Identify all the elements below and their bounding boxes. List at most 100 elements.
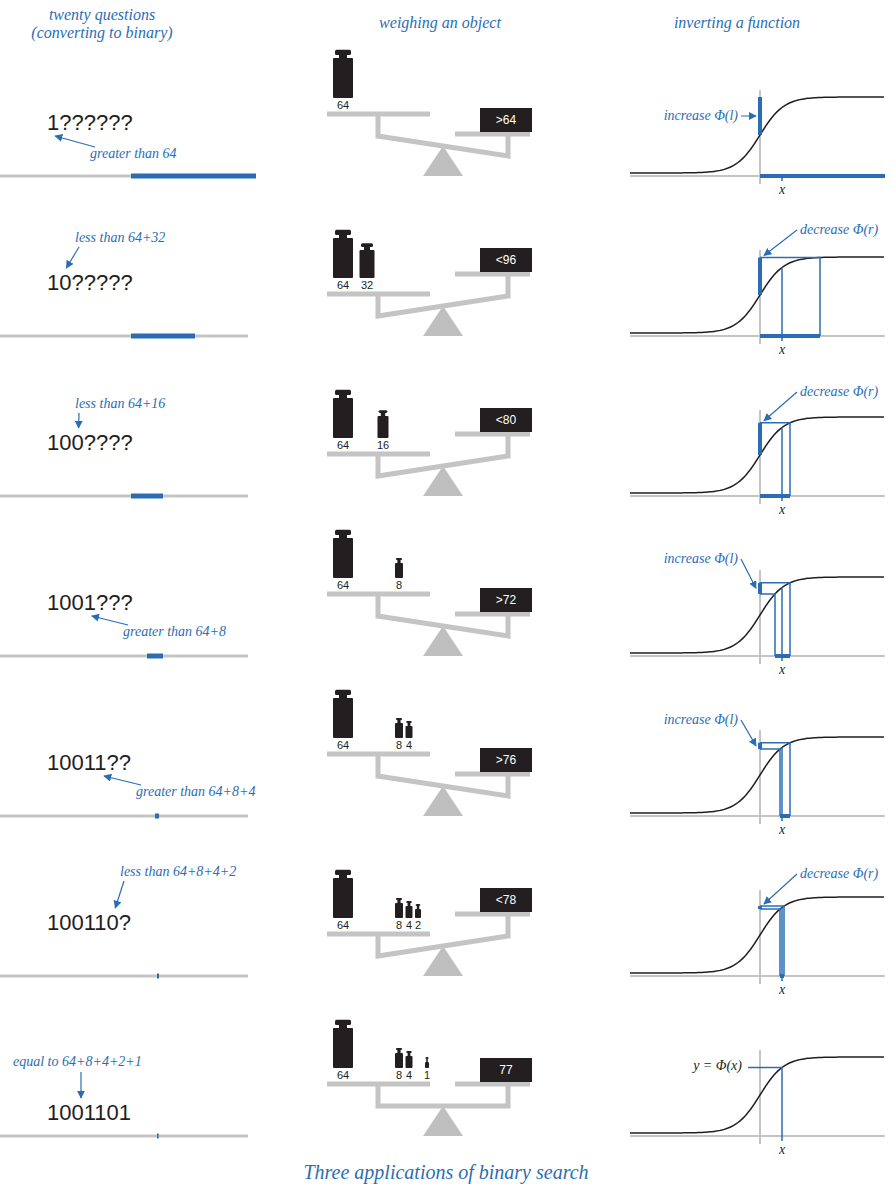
weight xyxy=(333,230,353,278)
leader-arrow xyxy=(55,136,95,147)
y-guide xyxy=(748,1067,782,1069)
weight-body xyxy=(360,250,375,278)
weight xyxy=(333,530,353,578)
binary-digits: 100110? xyxy=(47,910,131,936)
weight-body xyxy=(333,538,353,578)
weight-knob xyxy=(406,721,412,723)
weight-body xyxy=(333,398,353,438)
comparison-note: greater than 64+8+4 xyxy=(136,784,255,800)
y-interval xyxy=(758,906,762,909)
weighed-object: >64 xyxy=(480,108,532,132)
interval-guide xyxy=(760,258,820,336)
y-interval xyxy=(758,258,762,295)
binary-digits: 1?????? xyxy=(47,110,133,136)
interval-bar xyxy=(155,814,159,819)
weight-value: 32 xyxy=(361,279,373,291)
object-weight-label: >64 xyxy=(496,113,516,127)
weight xyxy=(395,898,403,918)
left-pan xyxy=(327,1082,430,1087)
axis-label: x xyxy=(779,1142,785,1158)
weight-neck xyxy=(339,875,347,878)
x-tick xyxy=(781,1136,783,1141)
y-interval xyxy=(758,743,762,749)
weight-value: 64 xyxy=(337,579,349,591)
weight-neck xyxy=(408,723,411,726)
cdf-curve xyxy=(630,257,884,333)
weight xyxy=(360,243,375,278)
cdf-curve xyxy=(630,417,884,493)
cdf-curve xyxy=(630,737,884,813)
interval-guide xyxy=(760,749,780,816)
binary-digits: 1001101 xyxy=(47,1100,131,1126)
leader-arrow xyxy=(764,230,797,256)
comparison-note: less than 64+16 xyxy=(75,396,165,412)
y-interval xyxy=(758,97,762,135)
weight xyxy=(333,50,353,98)
number-line xyxy=(0,655,248,658)
weight-body xyxy=(395,903,403,918)
weight-knob xyxy=(335,390,351,395)
weighed-object: >72 xyxy=(480,588,532,612)
right-pan xyxy=(455,612,530,617)
step-note: decrease Φ(r) xyxy=(800,384,878,400)
right-pan xyxy=(455,432,530,437)
weight xyxy=(333,390,353,438)
x-interval xyxy=(760,494,790,498)
cdf-curve xyxy=(630,577,884,653)
step-note: increase Φ(l) xyxy=(664,551,738,567)
binary-digits: 100???? xyxy=(47,430,133,456)
weight-neck xyxy=(426,1059,428,1062)
leader-arrow xyxy=(92,616,128,625)
object-weight-label: 77 xyxy=(499,1063,512,1077)
axis-label: x xyxy=(779,982,785,998)
x-axis xyxy=(630,495,885,497)
axis-label: x xyxy=(779,182,785,198)
number-line xyxy=(0,335,248,338)
interval-bar xyxy=(157,1134,159,1139)
step-note: increase Φ(l) xyxy=(664,712,738,728)
object-weight-label: <78 xyxy=(496,893,516,907)
weight-value: 4 xyxy=(406,919,412,931)
weight xyxy=(406,1051,413,1068)
leader-arrow xyxy=(115,881,124,908)
x-axis xyxy=(630,335,885,337)
interval-guide xyxy=(760,909,780,976)
weight xyxy=(406,901,413,918)
x-guide xyxy=(781,267,783,336)
number-line xyxy=(0,815,248,818)
weight-neck xyxy=(408,903,411,906)
weight-neck xyxy=(339,535,347,538)
weight-value: 64 xyxy=(337,99,349,111)
weight-neck xyxy=(339,55,347,58)
y-interval xyxy=(758,583,762,594)
interval-guide xyxy=(760,743,790,816)
weight-knob xyxy=(396,1048,402,1050)
weight xyxy=(333,870,353,918)
x-axis xyxy=(630,175,885,177)
weight-neck xyxy=(397,560,400,563)
leader-arrow xyxy=(741,720,756,746)
weight-value: 8 xyxy=(396,739,402,751)
weight xyxy=(395,558,403,578)
weight-knob xyxy=(396,898,402,900)
number-line xyxy=(0,1135,248,1138)
comparison-note: greater than 64 xyxy=(90,146,177,162)
weight-body xyxy=(333,58,353,98)
weight-value: 2 xyxy=(415,919,421,931)
cdf-curve xyxy=(630,97,884,173)
weight-body xyxy=(333,238,353,278)
fulcrum xyxy=(423,1106,463,1136)
binary-digits: 10????? xyxy=(47,270,133,296)
weight-body xyxy=(378,416,389,438)
left-pan xyxy=(327,932,430,937)
interval-bar xyxy=(147,654,163,659)
leader-arrow xyxy=(78,413,80,428)
x-axis xyxy=(630,975,885,977)
weight-knob xyxy=(416,904,421,906)
weighed-object: <80 xyxy=(480,408,532,432)
column-heading: inverting a function xyxy=(674,14,800,32)
step-note: increase Φ(l) xyxy=(664,108,738,124)
weight-knob xyxy=(335,1020,351,1025)
object-weight-label: >72 xyxy=(496,593,516,607)
